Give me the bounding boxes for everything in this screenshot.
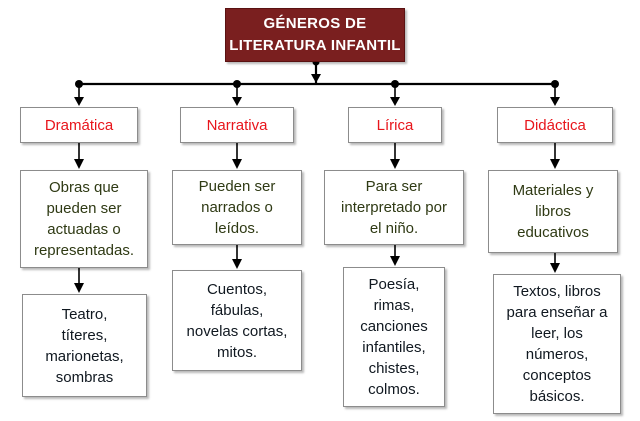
examples-narrativa: Cuentos, fábulas, novelas cortas, mitos. xyxy=(172,270,302,371)
diagram-title: GÉNEROS DE LITERATURA INFANTIL xyxy=(225,8,405,62)
genre-dramatica: Dramática xyxy=(20,107,138,143)
genre-drops xyxy=(74,80,560,106)
description-dramatica: Obras que pueden ser actuadas o represen… xyxy=(20,170,148,268)
description-arrows xyxy=(74,143,560,169)
description-lirica: Para ser interpretado por el niño. xyxy=(324,170,464,245)
description-narrativa: Pueden ser narrados o leídos. xyxy=(172,170,302,245)
description-didactica: Materiales y libros educativos xyxy=(488,170,618,253)
examples-dramatica: Teatro, títeres, marionetas, sombras xyxy=(22,294,147,397)
genre-didactica: Didáctica xyxy=(497,107,613,143)
title-stem-arrow xyxy=(311,74,321,83)
examples-didactica: Textos, libros para enseñar a leer, los … xyxy=(493,274,621,414)
genre-narrativa: Narrativa xyxy=(180,107,294,143)
genre-lirica: Lírica xyxy=(348,107,442,143)
examples-lirica: Poesía, rimas, canciones infantiles, chi… xyxy=(343,267,445,407)
example-arrows xyxy=(74,245,560,293)
